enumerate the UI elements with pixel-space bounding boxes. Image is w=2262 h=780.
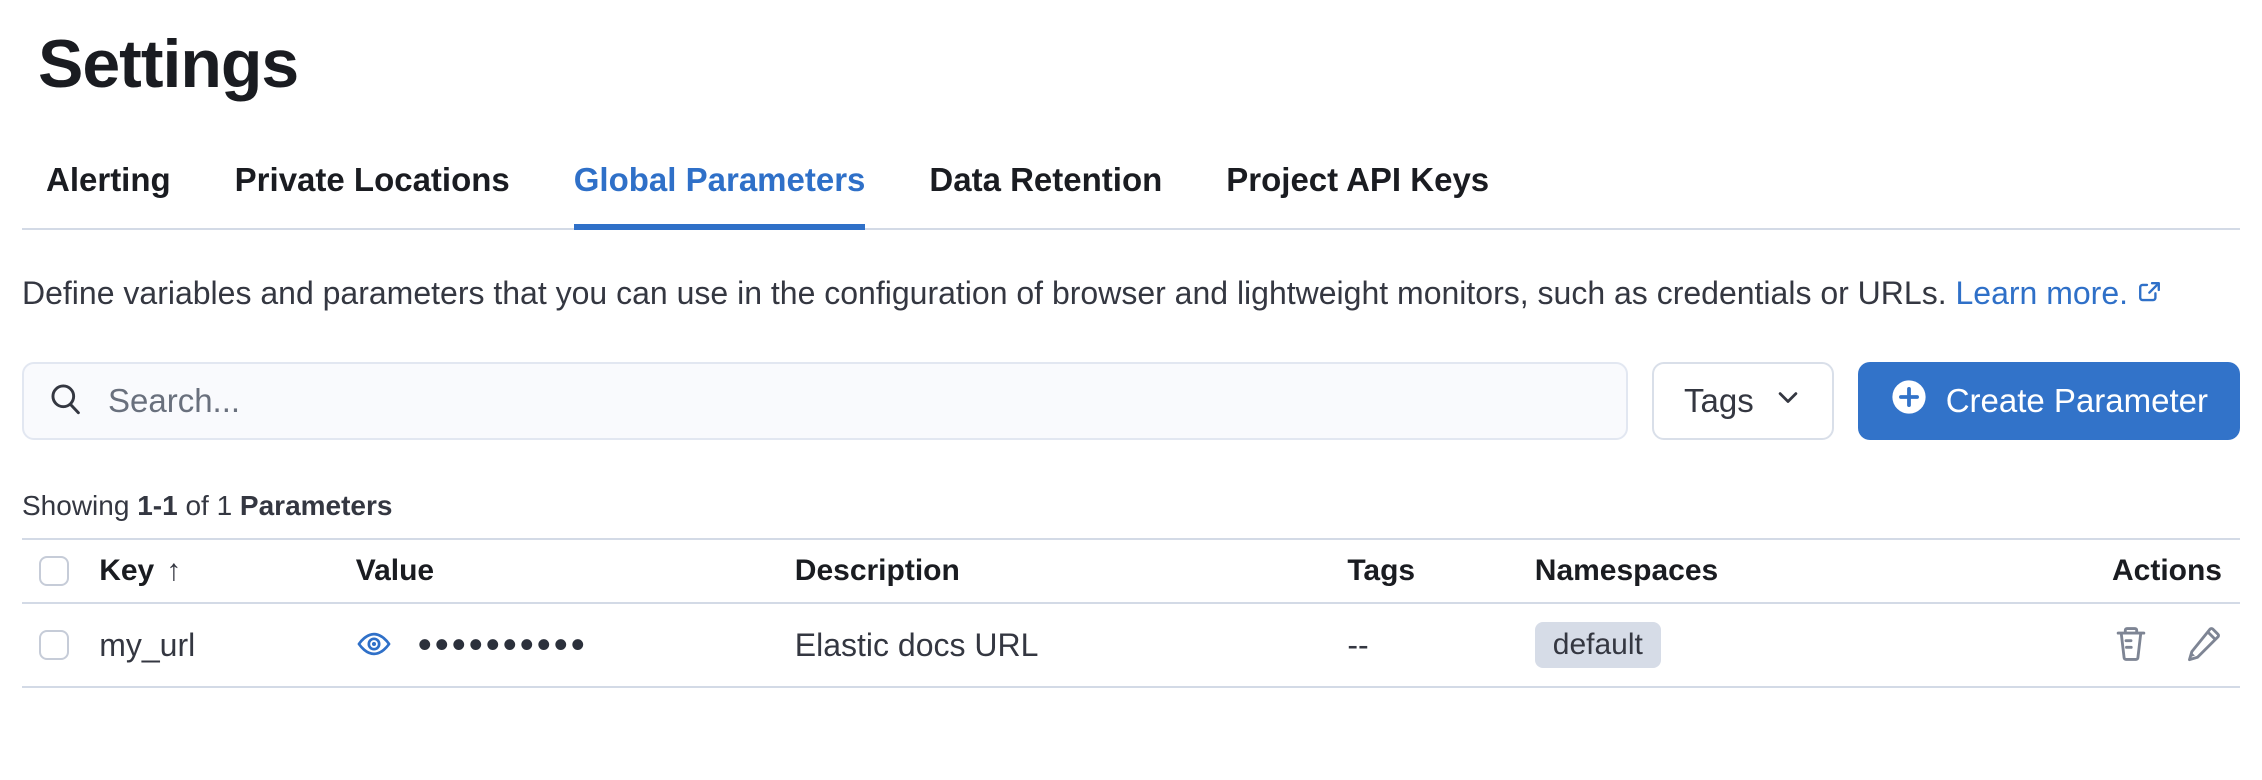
- table-row: my_url •••••••••• Elastic docs URL -- de…: [22, 604, 2240, 688]
- settings-page: Settings Alerting Private Locations Glob…: [0, 26, 2262, 688]
- row-select-checkbox[interactable]: [39, 630, 69, 660]
- description-text: Define variables and parameters that you…: [22, 275, 1947, 311]
- masked-value: ••••••••••: [417, 623, 588, 667]
- trash-icon: [2112, 625, 2150, 666]
- column-header-key[interactable]: Key ↑: [99, 554, 182, 587]
- create-parameter-button[interactable]: Create Parameter: [1857, 362, 2240, 440]
- edit-parameter-button[interactable]: [2184, 625, 2222, 666]
- namespace-badge: default: [1534, 622, 1661, 668]
- column-header-value: Value: [355, 554, 435, 587]
- row-checkbox-cell: [22, 630, 99, 660]
- eye-icon: [356, 626, 392, 665]
- tab-data-retention[interactable]: Data Retention: [929, 161, 1163, 198]
- reveal-value-button[interactable]: [356, 626, 392, 665]
- settings-tabs: Alerting Private Locations Global Parame…: [22, 162, 2240, 230]
- parameter-namespaces-cell: default: [1534, 622, 2112, 668]
- search-input[interactable]: [106, 381, 1602, 421]
- parameter-key-cell: my_url: [99, 626, 196, 663]
- tab-private-locations[interactable]: Private Locations: [234, 161, 510, 198]
- select-all-checkbox[interactable]: [39, 556, 69, 586]
- column-header-namespaces: Namespaces: [1534, 554, 1719, 587]
- search-icon: [48, 381, 84, 422]
- delete-parameter-button[interactable]: [2112, 625, 2150, 666]
- results-summary: Showing 1-1 of 1 Parameters: [22, 490, 393, 521]
- search-box: [22, 362, 1628, 440]
- column-header-description: Description: [794, 554, 960, 587]
- results-entity: Parameters: [239, 490, 393, 521]
- table-header-row: Key ↑ Value Description Tags Namespaces …: [22, 538, 2240, 604]
- parameters-toolbar: Tags Create Parameter: [22, 362, 2240, 440]
- page-description: Define variables and parameters that you…: [22, 268, 2240, 320]
- parameter-tags-cell: --: [1347, 626, 1369, 663]
- tags-filter-button[interactable]: Tags: [1652, 362, 1834, 440]
- chevron-down-icon: [1774, 382, 1802, 420]
- sort-ascending-icon: ↑: [166, 554, 182, 587]
- header-checkbox-cell: [22, 556, 99, 586]
- page-title: Settings: [38, 26, 299, 102]
- results-range: 1-1: [137, 490, 178, 521]
- learn-more-link[interactable]: Learn more.: [1955, 275, 2163, 311]
- parameter-value-cell: ••••••••••: [356, 625, 795, 665]
- pencil-icon: [2184, 625, 2222, 666]
- column-header-actions: Actions: [2111, 554, 2222, 587]
- external-link-icon: [2136, 270, 2163, 320]
- parameter-description-cell: Elastic docs URL: [794, 626, 1039, 663]
- tab-project-api-keys[interactable]: Project API Keys: [1226, 161, 1490, 198]
- plus-in-circle-icon: [1890, 378, 1928, 424]
- parameter-actions-cell: [2112, 625, 2240, 666]
- column-header-tags: Tags: [1347, 554, 1416, 587]
- tab-alerting[interactable]: Alerting: [46, 161, 171, 198]
- tab-global-parameters[interactable]: Global Parameters: [573, 162, 866, 230]
- parameters-table: Key ↑ Value Description Tags Namespaces …: [22, 538, 2240, 688]
